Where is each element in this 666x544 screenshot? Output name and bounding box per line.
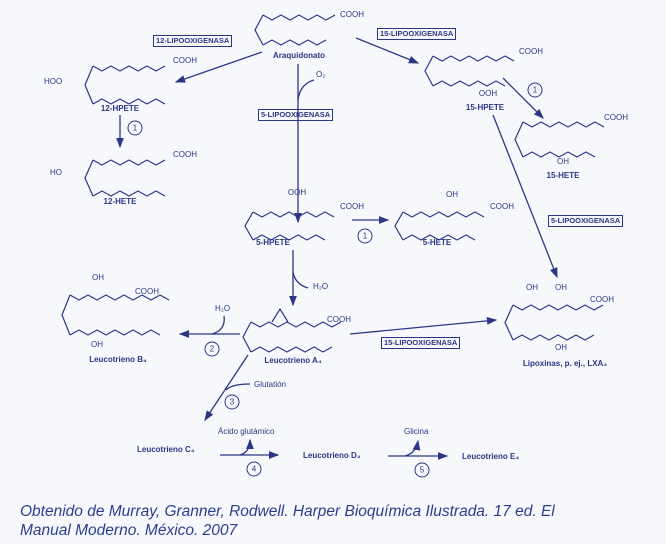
lta4-skeleton: [250, 346, 333, 353]
5-hete-label: 5-HETE: [422, 238, 452, 247]
12-hete-skeleton: [92, 159, 166, 166]
15-hete-oh: OH: [557, 157, 569, 166]
h2o-out-curve: [292, 271, 309, 289]
ltb4-skeleton: [69, 294, 170, 301]
12-hpete-cooh: COOH: [173, 56, 197, 65]
5-hete-cooh: COOH: [490, 202, 514, 211]
5-hpete-cooh: COOH: [340, 202, 364, 211]
ltc4-label: Leucotrieno C₄: [137, 445, 195, 454]
15-hpete-skeleton: [432, 55, 515, 62]
5-hete-skeleton: [394, 211, 404, 241]
glycine-label: Glicina: [404, 427, 429, 436]
5-hpete-skeleton: [252, 211, 335, 218]
ltb4-cooh: COOH: [135, 287, 159, 296]
arrow-to-15-hete: [502, 77, 544, 119]
step-2-circle: 2: [204, 341, 220, 357]
12-hpete-skeleton: [92, 65, 166, 72]
15-hpete-skeleton: [432, 80, 506, 87]
12-hete-ho: HO: [50, 168, 62, 177]
5-hete-skeleton: [402, 211, 485, 218]
ltb4-label: Leucotrieno B₄: [89, 355, 147, 364]
15-hpete-skeleton: [424, 55, 434, 87]
ltb4-oh-top: OH: [92, 273, 104, 282]
glutamic-acid-curve: [239, 438, 254, 456]
step-5-circle: 5: [414, 462, 430, 478]
arachidonate-skeleton: [254, 14, 264, 46]
arrow-to-ltc4: [204, 354, 249, 422]
enzyme-15-lipoxygenase-bottom: 15-LIPOOXIGENASA: [381, 337, 461, 350]
lipoxin-oh-2: OH: [555, 283, 567, 292]
arrow-to-12-hpete: [174, 51, 263, 83]
15-hete-skeleton: [522, 151, 596, 158]
glutamic-acid-label: Ácido glutámico: [218, 427, 275, 436]
step-1-circle: 1: [357, 228, 373, 244]
h2o-out-label: H₂O: [313, 282, 329, 291]
ltb4-oh-bottom: OH: [91, 340, 103, 349]
lipoxin-cooh: COOH: [590, 295, 614, 304]
arachidonate-cooh: COOH: [340, 10, 364, 19]
12-hpete-label: 12-HPETE: [100, 104, 140, 113]
lipoxins-skeleton: [512, 334, 595, 341]
h2o-in-curve: [211, 315, 225, 335]
15-hete-label: 15-HETE: [546, 171, 580, 180]
lta4-cooh: COOH: [327, 315, 351, 324]
o2-label: O₂: [316, 70, 326, 79]
lipoxin-label: Lipoxinas, p. ej., LXA₄: [522, 359, 608, 368]
enzyme-5-lipoxygenase-center: 5-LIPOOXIGENASA: [258, 109, 334, 122]
lta4-skeleton: [242, 321, 252, 353]
lta4-skeleton: [250, 321, 342, 328]
lipoxin-oh-3: OH: [555, 343, 567, 352]
lipoxin-oh-1: OH: [526, 283, 538, 292]
arachidonate-skeleton: [262, 14, 336, 21]
5-hete-oh: OH: [446, 190, 458, 199]
15-hpete-cooh: COOH: [519, 47, 543, 56]
5-hpete-ooh: OOH: [287, 188, 307, 197]
o2-curve: [297, 79, 315, 101]
enzyme-5-lipoxygenase-right: 5-LIPOOXIGENASA: [548, 215, 624, 228]
step-1-circle: 1: [127, 120, 143, 136]
ltb4-skeleton: [69, 329, 161, 336]
lta4-label: Leucotrieno A₄: [264, 356, 322, 365]
12-hpete-skeleton: [84, 65, 94, 105]
15-hete-cooh: COOH: [604, 113, 628, 122]
12-hete-label: 12-HETE: [103, 197, 137, 206]
5-hpete-label: 5-HPETE: [256, 238, 290, 247]
5-hpete-skeleton: [252, 234, 326, 241]
caption-line-2: Manual Moderno. México. 2007: [20, 522, 238, 539]
12-hete-skeleton: [92, 190, 166, 197]
arrow-to-lipoxins: [349, 316, 498, 335]
step-1-circle: 1: [527, 82, 543, 98]
ltb4-skeleton: [61, 294, 71, 336]
h2o-in-label: H₂O: [215, 304, 231, 313]
lta4-epoxide-ring: [271, 307, 289, 323]
enzyme-12-lipoxygenase: 12-LIPOOXIGENASA: [153, 35, 233, 48]
arrow-to-lipoxins-from-15-hpete: [492, 114, 558, 279]
lipoxins-skeleton: [512, 304, 604, 311]
15-hete-skeleton: [514, 121, 524, 158]
lte4-label: Leucotrieno E₄: [462, 452, 520, 461]
15-hpete-label: 15-HPETE: [465, 103, 505, 112]
glutathione-label: Glutatión: [254, 380, 287, 389]
5-hpete-skeleton: [244, 211, 254, 241]
5-hete-skeleton: [402, 234, 476, 241]
enzyme-15-lipoxygenase-top: 15-LIPOOXIGENASA: [377, 28, 457, 41]
12-hpete-hoo: HOO: [44, 77, 63, 86]
15-hpete-ooh: OOH: [478, 89, 498, 98]
12-hpete-skeleton: [92, 98, 166, 105]
arachidonate-label: Araquidonato: [273, 51, 325, 60]
glutathione-curve: [225, 383, 251, 391]
step-3-circle: 3: [224, 394, 240, 410]
lipoxins-skeleton: [504, 304, 514, 341]
12-hete-cooh: COOH: [173, 150, 197, 159]
arachidonate-skeleton: [262, 39, 327, 46]
glycine-curve: [404, 439, 421, 457]
12-hete-skeleton: [84, 159, 94, 197]
15-hete-skeleton: [522, 121, 605, 128]
arrow-to-15-hpete: [355, 37, 420, 64]
caption-line-1: Obtenido de Murray, Granner, Rodwell. Ha…: [20, 503, 555, 520]
ltd4-label: Leucotrieno D₄: [303, 451, 361, 460]
step-4-circle: 4: [246, 461, 262, 477]
